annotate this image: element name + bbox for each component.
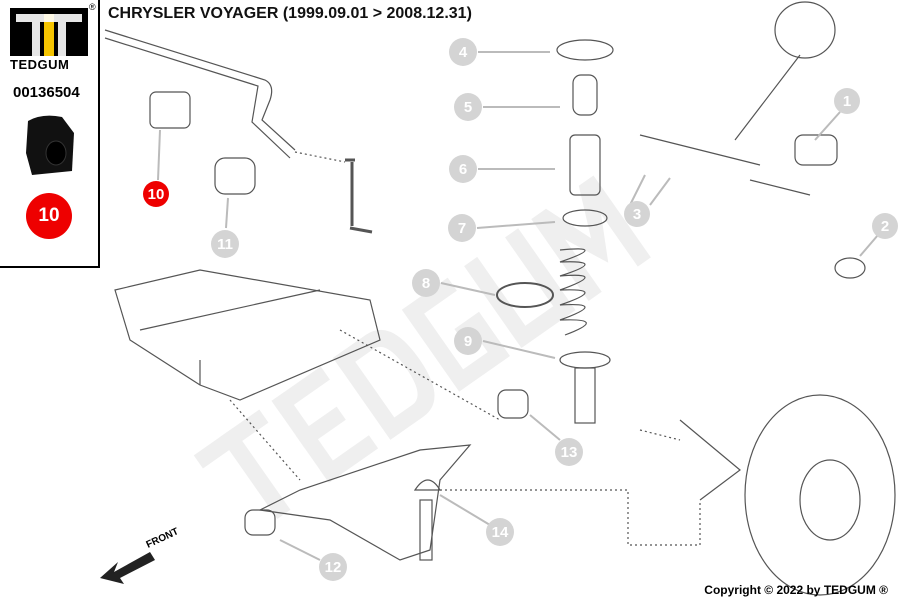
callout-12[interactable]: 12 (319, 553, 347, 581)
sway-bar (104, 29, 296, 151)
svg-text:14: 14 (492, 524, 509, 541)
svg-text:7: 7 (458, 220, 466, 237)
brand-name: TEDGUM (10, 57, 70, 72)
front-label: FRONT (145, 526, 181, 551)
svg-text:5: 5 (464, 99, 472, 116)
callout-10-highlighted[interactable]: 10 (143, 181, 169, 207)
registered-mark: ® (89, 2, 96, 12)
bushing-11 (214, 157, 256, 195)
svg-text:11: 11 (217, 236, 233, 253)
svg-text:10: 10 (148, 186, 165, 203)
callout-4[interactable]: 4 (449, 38, 477, 66)
svg-text:9: 9 (464, 333, 472, 350)
callout-1[interactable]: 1 (834, 88, 860, 114)
page-title: CHRYSLER VOYAGER (1999.09.01 > 2008.12.3… (108, 5, 472, 22)
callout-13[interactable]: 13 (555, 438, 583, 466)
callout-8[interactable]: 8 (412, 269, 440, 297)
front-arrow-icon (100, 552, 155, 584)
highlight-number-badge: 10 (26, 193, 72, 239)
stabilizer-bushing (149, 91, 191, 129)
callout-2[interactable]: 2 (872, 213, 898, 239)
watermark (193, 175, 651, 519)
svg-text:2: 2 (881, 218, 889, 235)
tedgum-logo (10, 8, 88, 56)
svg-text:13: 13 (561, 444, 578, 461)
part-number: 00136504 (13, 84, 80, 101)
wheel (744, 394, 896, 596)
copyright: Copyright © 2022 by TEDGUM ® (704, 583, 888, 597)
callout-3[interactable]: 3 (624, 201, 650, 227)
callout-9[interactable]: 9 (454, 327, 482, 355)
svg-text:6: 6 (459, 161, 467, 178)
callout-5[interactable]: 5 (454, 93, 482, 121)
stabilizer-link (345, 158, 373, 234)
svg-text:3: 3 (633, 206, 641, 223)
callout-14[interactable]: 14 (486, 518, 514, 546)
svg-text:4: 4 (459, 44, 468, 61)
subframe (114, 269, 381, 401)
control-arm (258, 444, 472, 561)
part-photo (26, 115, 74, 175)
callout-11[interactable]: 11 (211, 230, 239, 258)
svg-text:1: 1 (843, 93, 851, 110)
callout-6[interactable]: 6 (449, 155, 477, 183)
svg-text:12: 12 (325, 559, 342, 576)
part-info-panel: ® TEDGUM 00136504 10 (0, 0, 100, 268)
svg-text:8: 8 (422, 275, 430, 292)
callout-7[interactable]: 7 (448, 214, 476, 242)
